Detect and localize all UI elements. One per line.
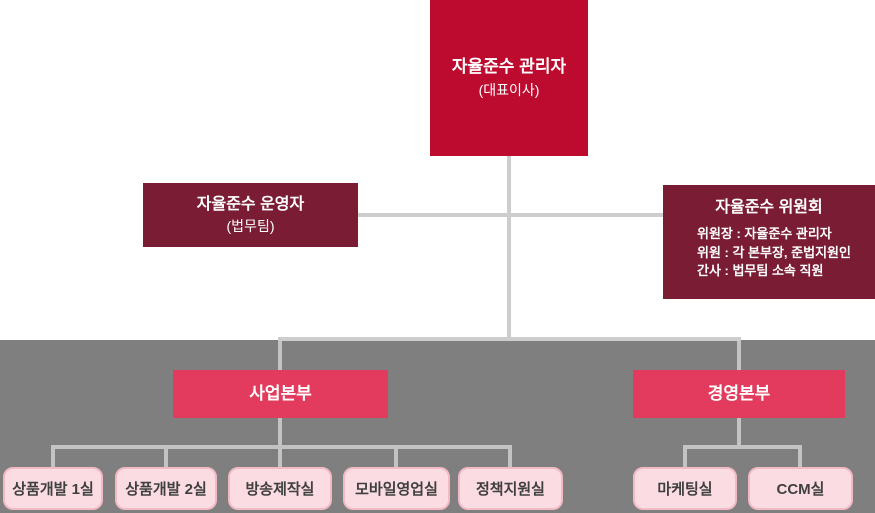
- connector-team-stub: [164, 445, 168, 467]
- team-box-mobile-sales: 모바일영업실: [343, 467, 450, 510]
- compliance-manager-subtitle: (대표이사): [478, 82, 540, 98]
- connector-business-bottom-stub: [278, 418, 282, 449]
- connector-team-stub: [394, 445, 398, 467]
- compliance-operator-box: 자율준수 운영자 (법무팀): [143, 183, 358, 247]
- connector-team-stub: [51, 445, 55, 467]
- connector-business-top-stub: [278, 341, 282, 370]
- connector-team-stub: [508, 445, 512, 467]
- connector-team-stub: [278, 445, 282, 467]
- committee-secretary-line: 간사 : 법무팀 소속 직원: [697, 263, 824, 278]
- team-box-broadcast-production: 방송제작실: [228, 467, 332, 510]
- compliance-manager-title: 자율준수 관리자: [451, 57, 567, 76]
- compliance-committee-box: 자율준수 위원회 위원장 : 자율준수 관리자 위원 : 각 본부장, 준법지원…: [663, 185, 875, 299]
- connector-management-top-stub: [737, 341, 741, 370]
- management-division-title: 경영본부: [707, 384, 771, 403]
- team-box-product-dev-2: 상품개발 2실: [115, 467, 217, 510]
- connector-main-branch-horizontal: [278, 337, 741, 341]
- compliance-manager-box: 자율준수 관리자 (대표이사): [430, 0, 588, 156]
- committee-members-line: 위원 : 각 본부장, 준법지원인: [697, 244, 851, 260]
- team-box-product-dev-1: 상품개발 1실: [3, 467, 103, 510]
- team-box-marketing: 마케팅실: [633, 467, 737, 510]
- team-box-ccm: CCM실: [748, 467, 853, 510]
- team-box-policy-support: 정책지원실: [458, 467, 563, 510]
- compliance-operator-title: 자율준수 운영자: [196, 196, 305, 213]
- business-division-box: 사업본부: [173, 370, 388, 418]
- connector-manager-vertical: [507, 156, 511, 341]
- connector-team-stub: [798, 445, 802, 467]
- connector-management-teams-horizontal: [683, 445, 802, 449]
- business-division-title: 사업본부: [249, 384, 312, 403]
- connector-management-bottom-stub: [737, 418, 741, 449]
- connector-team-stub: [683, 445, 687, 467]
- compliance-operator-subtitle: (법무팀): [226, 218, 275, 234]
- connector-operator-committee-horizontal: [358, 213, 663, 217]
- management-division-box: 경영본부: [633, 370, 845, 418]
- committee-chairman-line: 위원장 : 자율준수 관리자: [697, 226, 832, 241]
- compliance-committee-title: 자율준수 위원회: [715, 199, 823, 216]
